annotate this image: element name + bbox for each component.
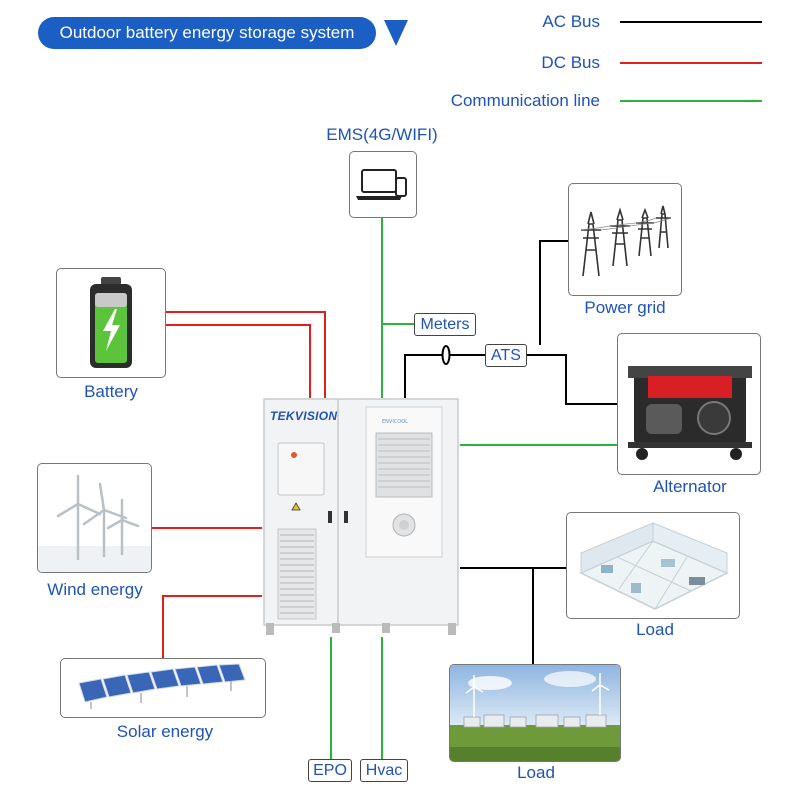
svg-text:ENVICOOL: ENVICOOL [382,419,408,425]
ats-tag: ATS [485,344,527,367]
alternator-box [617,333,761,475]
load-field-label: Load [517,763,555,782]
battery-icon [90,277,132,368]
solar-label: Solar energy [116,722,214,741]
alternator-label: Alternator [653,477,727,496]
solar-box [60,658,266,718]
ems-label: EMS(4G/WIFI) [326,125,438,144]
load-building-box [566,512,740,619]
wind-box [37,463,152,573]
battery-box [56,268,166,378]
load-field-box [449,664,621,762]
title-arrow-icon [384,20,408,46]
legend-dc-label: DC Bus [541,53,600,72]
grid-label: Power grid [584,298,666,317]
ats-ac-line [404,354,487,398]
solar-dc-line [162,595,262,658]
grid-ac-line [539,240,568,345]
alternator-ac-line [526,354,617,405]
meters-tag: Meters [414,313,476,336]
cabinet-brand-logo: TEKVISION [270,409,338,423]
wind-label: Wind energy [47,580,143,599]
epo-tag: EPO [308,759,352,782]
legend-ac-label: AC Bus [542,12,600,31]
wind-turbine-icon [38,474,151,572]
generator-icon [628,366,752,460]
cabinet-drawing: ENVICOOL [263,398,459,635]
load-building-label: Load [636,620,674,639]
power-tower-icon [580,205,672,277]
ct-sensor [441,345,451,365]
battery-dc-line-2 [166,324,311,398]
house-floorplan-icon [579,522,729,610]
page-title: Outdoor battery energy storage system [38,17,376,49]
battery-label: Battery [84,382,138,401]
hvac-tag: Hvac [360,759,408,782]
storage-cabinet: ENVICOOL TEKVISION [262,397,460,637]
energy-farm-icon [450,665,620,761]
grid-box [568,183,682,296]
legend-comm-label: Communication line [450,91,600,110]
battery-dc-line [166,311,326,398]
solar-panel-icon [78,663,246,709]
ems-box [349,151,417,218]
laptop-phone-icon [356,169,407,200]
